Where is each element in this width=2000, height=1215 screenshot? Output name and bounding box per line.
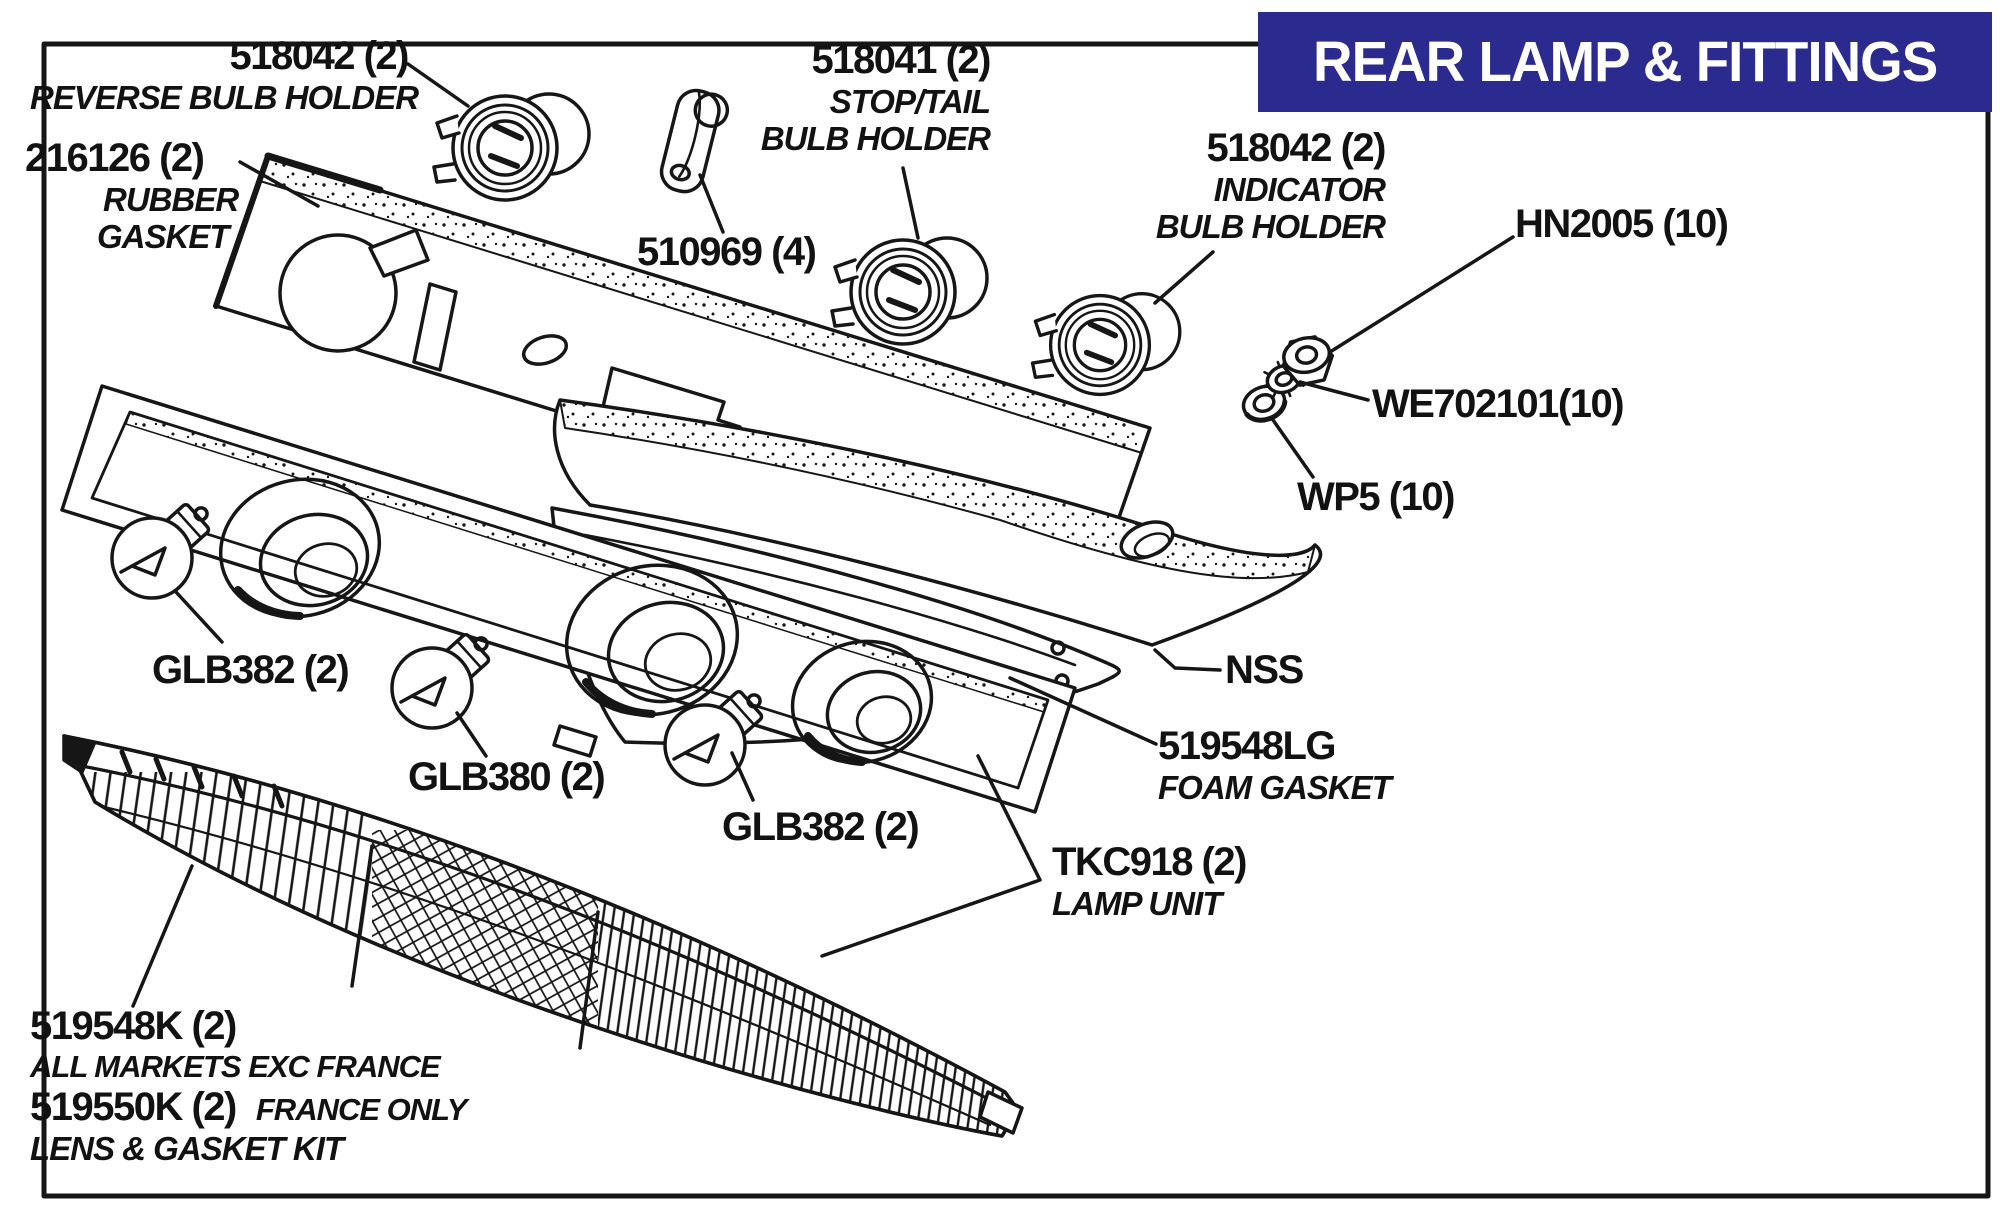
part-description-line2: BULB HOLDER (1155, 208, 1386, 246)
part-description-line2: GASKET (97, 218, 230, 256)
label-rubber-gasket: 216126 (2) RUBBER GASKET (25, 136, 239, 256)
page-frame (41, 41, 1991, 1199)
desc-kit: LENS & GASKET KIT (30, 1129, 344, 1167)
part-number: 518041 (2) (811, 38, 992, 82)
label-nss: NSS (1225, 648, 1304, 692)
indicator-bulb-holder-drawing (1030, 292, 1182, 397)
header-banner: REAR LAMP & FITTINGS (1258, 12, 1992, 112)
part-description: LAMP UNIT (1052, 884, 1222, 922)
part-number: 518042 (2) (1206, 126, 1387, 170)
part-number: 519548LG (1158, 724, 1337, 768)
part-description: REVERSE BULB HOLDER (30, 78, 419, 116)
part-description-line1: INDICATOR (1213, 170, 1386, 208)
lamp-unit-drawing (60, 384, 1077, 814)
label-indicator-bulb-holder: 518042 (2) INDICATOR BULB HOLDER (1095, 126, 1387, 246)
label-washer-star: WE702101(10) (1372, 382, 1625, 426)
page-title: REAR LAMP & FITTINGS (1312, 30, 1938, 94)
label-stop-tail-bulb-holder: 518041 (2) STOP/TAIL BULB HOLDER (600, 38, 992, 158)
label-foam-gasket: 519548LG FOAM GASKET (1158, 724, 1392, 806)
leader-lines (131, 62, 1515, 1008)
reverse-bulb-holder-drawing (432, 92, 591, 202)
bulb-middle-drawing (390, 633, 491, 730)
part-description: FOAM GASKET (1158, 768, 1392, 806)
label-reverse-bulb-holder: 518042 (2) REVERSE BULB HOLDER (30, 34, 419, 116)
part-description-line1: STOP/TAIL (829, 82, 991, 120)
part-number-all-markets: 519548K (2) (30, 1004, 237, 1048)
stop-tail-bulb-holder-drawing (830, 236, 989, 346)
part-number: TKC918 (2) (1052, 840, 1247, 884)
label-bulb-right: GLB382 (2) (722, 805, 920, 849)
bulb-left-drawing (110, 503, 211, 600)
label-lens-kit: 519548K (2) ALL MARKETS EXC FRANCE 51955… (30, 1004, 468, 1167)
france-line: 519550K (2) FRANCE ONLY (30, 1084, 468, 1130)
label-bulb-left: GLB382 (2) (152, 648, 350, 692)
label-nut: HN2005 (10) (1515, 202, 1729, 246)
part-number-france: 519550K (2) (30, 1084, 237, 1129)
label-washer-plain: WP5 (10) (1297, 475, 1455, 519)
part-description-line1: RUBBER (103, 180, 239, 218)
label-clip: 510969 (4) (637, 230, 817, 274)
desc-all-markets: ALL MARKETS EXC FRANCE (30, 1048, 441, 1084)
desc-france: FRANCE ONLY (255, 1091, 468, 1127)
part-number: 216126 (2) (25, 136, 205, 180)
nut-drawing (1281, 335, 1335, 387)
clip-drawing (659, 88, 730, 194)
part-number: 518042 (2) (229, 34, 410, 78)
label-bulb-middle: GLB380 (2) (408, 755, 606, 799)
rear-flange-drawing (552, 398, 1323, 647)
part-description-line2: BULB HOLDER (760, 120, 991, 158)
label-lamp-unit: TKC918 (2) LAMP UNIT (1052, 840, 1247, 922)
bulb-right-drawing (663, 690, 764, 787)
